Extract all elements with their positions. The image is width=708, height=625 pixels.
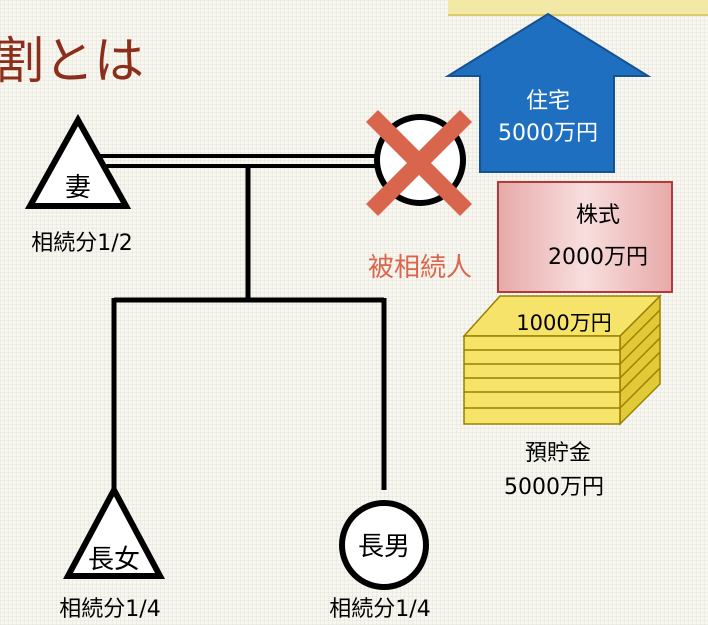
eldest-daughter-triangle	[62, 483, 166, 579]
wife-node: 妻 相続分1/2	[24, 113, 133, 256]
decedent-node: 被相続人	[365, 109, 473, 283]
eldest-daughter-share: 相続分1/4	[59, 597, 160, 622]
wife-share: 相続分1/2	[31, 231, 132, 256]
cash-front-face	[463, 335, 621, 425]
wife-triangle	[24, 113, 132, 209]
savings-name: 預貯金	[525, 441, 591, 466]
eldest-daughter-symbol: 長女	[88, 545, 140, 575]
house-asset: 住宅 5000万円	[444, 12, 652, 173]
eldest-daughter-node: 長女 相続分1/4	[59, 483, 166, 622]
wife-symbol: 妻	[65, 173, 91, 203]
cash-bundle-label: 1000万円	[516, 311, 611, 335]
cash-bundle-lines	[464, 309, 661, 409]
eldest-son-circle	[339, 500, 429, 590]
eldest-son-share: 相続分1/4	[329, 597, 430, 622]
decedent-cross-b	[365, 109, 473, 217]
eldest-son-node: 長男 相続分1/4	[329, 500, 431, 622]
eldest-son-symbol: 長男	[358, 532, 410, 562]
header-accent-bar	[448, 0, 708, 14]
house-value: 5000万円	[498, 121, 598, 146]
decedent-label: 被相続人	[368, 253, 472, 283]
stocks-asset: 株式 2000万円	[497, 181, 673, 293]
page-title: 割とは	[0, 32, 144, 90]
stocks-box	[497, 181, 673, 293]
savings-cash-stack: 1000万円 預貯金 5000万円	[462, 294, 662, 500]
family-tree-lines	[100, 154, 387, 492]
house-name: 住宅	[526, 89, 570, 114]
house-shape	[444, 12, 652, 173]
stocks-value: 2000万円	[548, 245, 648, 270]
stocks-name: 株式	[576, 203, 620, 228]
savings-value: 5000万円	[504, 475, 604, 500]
